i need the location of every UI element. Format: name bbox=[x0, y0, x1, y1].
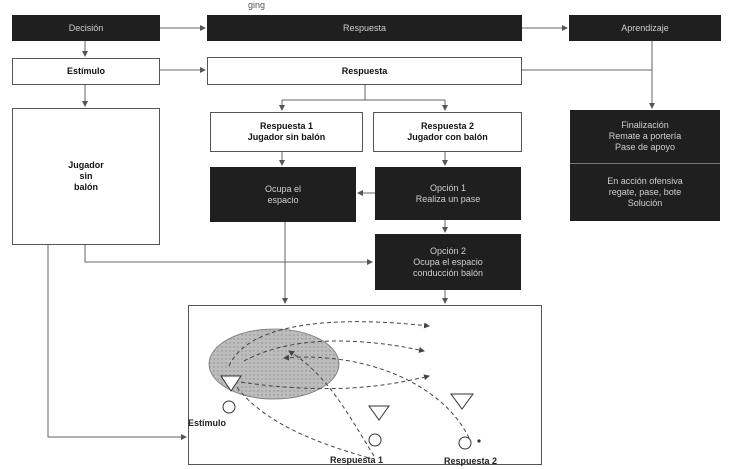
offensive-action-box: En acción ofensiva regate, pase, bote So… bbox=[570, 163, 720, 221]
response-1-subtitle: Jugador sin balón bbox=[247, 132, 326, 142]
attacker-circle-respuesta-1 bbox=[368, 433, 382, 447]
occupied-zone bbox=[208, 328, 340, 400]
defender-triangle-2 bbox=[368, 405, 390, 421]
player-line-1: Jugador bbox=[68, 160, 104, 170]
field-label-estimulo: Estímulo bbox=[188, 418, 227, 428]
option-2-box: Opción 2 Ocupa el espacio conducción bal… bbox=[375, 234, 521, 290]
stimulus-box: Estímulo bbox=[12, 58, 160, 85]
field-label-respuesta-1: Respuesta 1 bbox=[330, 455, 384, 465]
response-1-title: Respuesta 1 bbox=[259, 121, 314, 131]
option-1-subtitle: Realiza un pase bbox=[415, 193, 481, 204]
option-2-line-3: conducción balón bbox=[412, 267, 484, 278]
response-label: Respuesta bbox=[341, 65, 388, 76]
occupy-space-line-2: espacio bbox=[267, 194, 299, 205]
decision-box: Decisión bbox=[12, 15, 160, 41]
learning-label: Aprendizaje bbox=[621, 22, 669, 33]
finalization-line-2: Remate a portería bbox=[608, 131, 682, 141]
player-line-3: balón bbox=[74, 182, 98, 192]
field-drawing bbox=[208, 321, 481, 459]
response-1-box: Respuesta 1 Jugador sin balón bbox=[210, 112, 363, 152]
response-2-box: Respuesta 2 Jugador con balón bbox=[373, 112, 522, 152]
field-label-respuesta-2: Respuesta 2 bbox=[444, 456, 498, 466]
finalization-line-3: Pase de apoyo bbox=[614, 142, 676, 152]
player-without-ball-box: Jugador sin balón bbox=[12, 108, 160, 245]
offensive-action-line-1: En acción ofensiva bbox=[607, 176, 683, 186]
option-1-box: Opción 1 Realiza un pase bbox=[375, 167, 521, 220]
response-header-box: Respuesta bbox=[207, 15, 522, 41]
response-box: Respuesta bbox=[207, 57, 522, 85]
defender-triangle-1 bbox=[220, 375, 242, 392]
ball-dot bbox=[477, 439, 481, 443]
header-caption: ging bbox=[248, 0, 266, 10]
occupy-space-line-1: Ocupa el bbox=[264, 183, 302, 194]
response-2-title: Respuesta 2 bbox=[420, 121, 475, 131]
occupy-space-box: Ocupa el espacio bbox=[210, 167, 356, 222]
learning-box: Aprendizaje bbox=[569, 15, 721, 41]
response-2-subtitle: Jugador con balón bbox=[407, 132, 488, 142]
offensive-action-line-2: regate, pase, bote bbox=[608, 187, 682, 197]
decision-label: Decisión bbox=[68, 22, 104, 33]
stimulus-label: Estímulo bbox=[66, 66, 105, 76]
offensive-action-line-3: Solución bbox=[627, 198, 663, 208]
player-line-2: sin bbox=[79, 171, 93, 181]
field-diagram bbox=[188, 305, 542, 465]
attacker-circle-estimulo bbox=[222, 400, 236, 414]
defender-triangle-3 bbox=[450, 393, 474, 410]
finalization-box: Finalización Remate a portería Pase de a… bbox=[570, 110, 720, 163]
option-2-title: Opción 2 bbox=[429, 245, 467, 256]
finalization-line-1: Finalización bbox=[621, 120, 669, 130]
attacker-circle-respuesta-2 bbox=[458, 436, 472, 450]
response-header-label: Respuesta bbox=[342, 22, 387, 33]
option-2-line-2: Ocupa el espacio bbox=[413, 256, 483, 267]
option-1-title: Opción 1 bbox=[429, 182, 467, 193]
